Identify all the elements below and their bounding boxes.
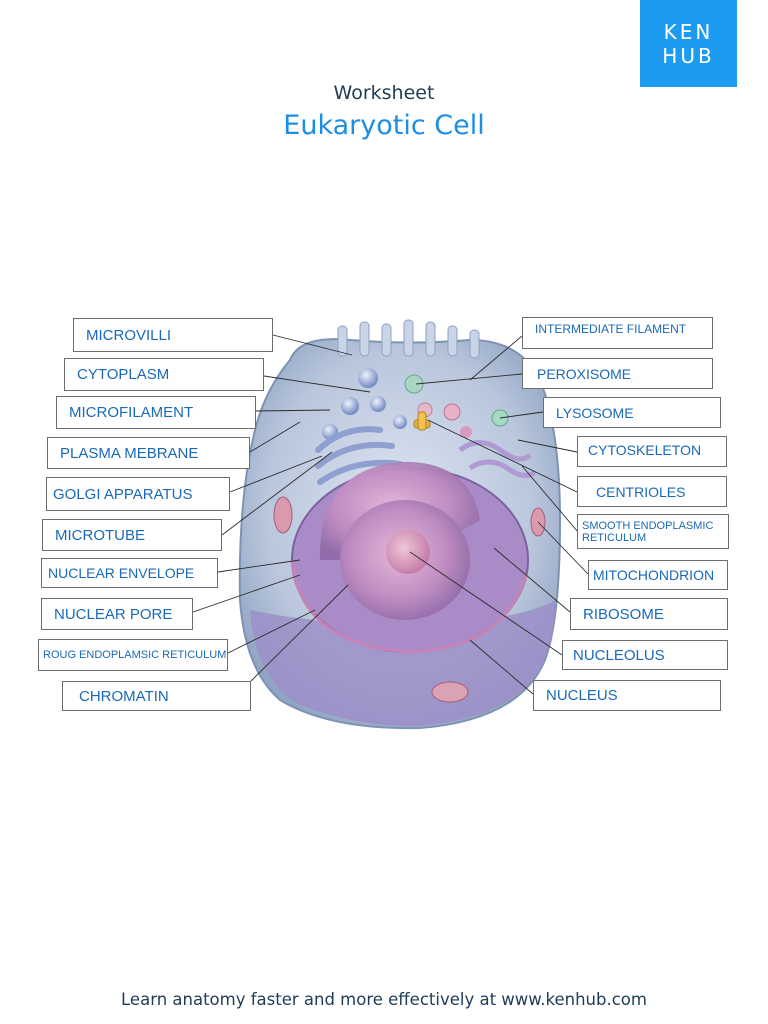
label-peroxisome: PEROXISOME (522, 358, 713, 389)
footer-text: Learn anatomy faster and more effectivel… (121, 990, 647, 1009)
label-microtube: MICROTUBE (42, 519, 222, 551)
kenhub-logo: KEN HUB (640, 0, 737, 87)
logo-line-2: HUB (662, 43, 715, 68)
logo-line-1: KEN (663, 19, 714, 44)
label-cytoskeleton: CYTOSKELETON (577, 436, 727, 467)
centrioles (413, 411, 431, 431)
label-golgi-apparatus: GOLGI APPARATUS (46, 477, 230, 511)
microvilli (337, 319, 480, 359)
label-nuclear-envelope: NUCLEAR ENVELOPE (41, 558, 218, 588)
label-nuclear-pore: NUCLEAR PORE (41, 598, 193, 630)
worksheet-subtitle: Worksheet (333, 82, 435, 104)
label-chromatin: CHROMATIN (62, 681, 251, 711)
cytoplasm-vesicles (322, 368, 509, 440)
leader-lines (192, 334, 589, 695)
label-centrioles: CENTRIOLES (577, 476, 727, 507)
golgi-apparatus (315, 426, 403, 485)
label-cytoplasm: CYTOPLASM (64, 358, 264, 391)
label-intermediate-filament: INTERMEDIATE FILAMENT (522, 317, 713, 349)
label-nucleolus: NUCLEOLUS (562, 640, 728, 670)
label-rough-er: ROUG ENDOPLAMSIC RETICULUM (38, 639, 228, 671)
label-plasma-membrane: PLASMA MEBRANE (47, 437, 250, 469)
label-microfilament: MICROFILAMENT (56, 396, 256, 429)
label-nucleus: NUCLEUS (533, 680, 721, 711)
page-title: Eukaryotic Cell (283, 110, 485, 141)
label-mitochondrion: MITOCHONDRION (588, 560, 728, 590)
label-lysosome: LYSOSOME (543, 397, 721, 428)
label-microvilli: MICROVILLI (73, 318, 273, 352)
smooth-er (458, 440, 537, 478)
label-smooth-er: SMOOTH ENDOPLASMIC RETICULUM (577, 514, 729, 549)
label-ribosome: RIBOSOME (570, 598, 728, 630)
nucleus (290, 461, 529, 654)
